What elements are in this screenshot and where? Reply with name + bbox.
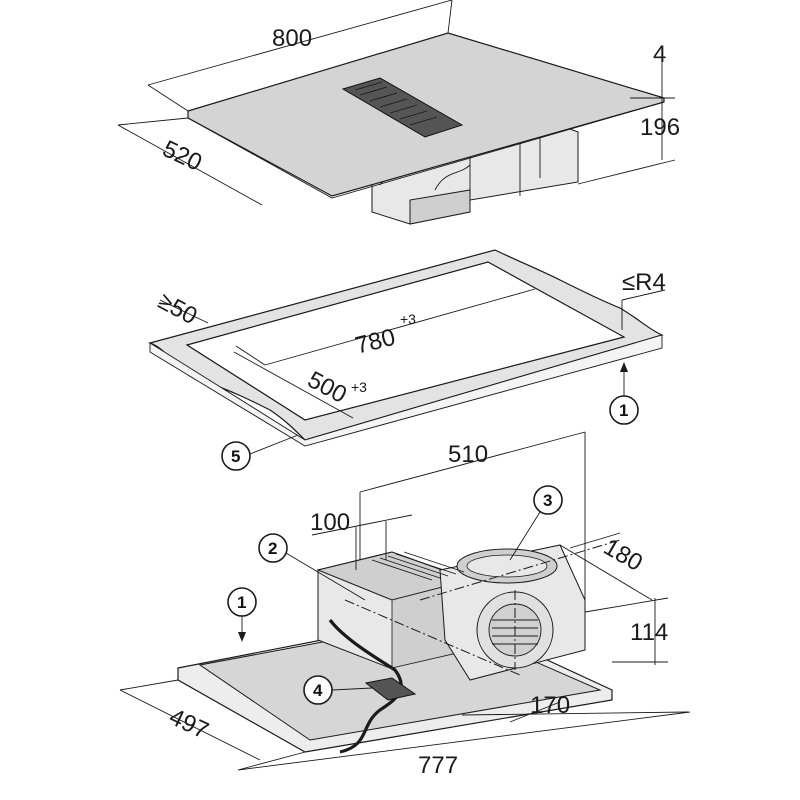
- dim-r4: ≤R4: [622, 269, 666, 296]
- worktop-cutout: [147, 249, 664, 447]
- hob-bottom-view: [177, 544, 613, 754]
- dim-180: 180: [599, 533, 647, 576]
- dim-800: 800: [272, 25, 312, 52]
- dim-196: 196: [640, 114, 680, 141]
- callout-2: 2: [258, 533, 366, 601]
- callout-1-top: 1: [609, 362, 639, 425]
- dim-500-tolerance: +3: [351, 379, 367, 395]
- dim-780-tolerance: +3: [400, 311, 416, 327]
- dim-510: 510: [448, 441, 488, 468]
- callout-4-label: 4: [313, 681, 323, 700]
- dim-497: 497: [165, 703, 213, 744]
- dim-min-50: ≥50: [154, 288, 202, 331]
- hob-top-view: [187, 32, 665, 225]
- dim-520: 520: [158, 135, 206, 176]
- dim-100: 100: [310, 509, 350, 536]
- callout-4: 4: [303, 675, 373, 705]
- callout-3: 3: [509, 485, 563, 561]
- dim-114: 114: [630, 619, 668, 646]
- callout-1-top-label: 1: [619, 401, 628, 420]
- dim-170: 170: [530, 692, 570, 719]
- dim-4: 4: [653, 41, 666, 68]
- callout-1-bottom: 1: [227, 587, 257, 642]
- callout-2-label: 2: [268, 539, 277, 558]
- callout-3-label: 3: [543, 491, 552, 510]
- callout-5: 5: [221, 434, 299, 471]
- callout-1-bottom-label: 1: [237, 593, 246, 612]
- dimension-lines-bottom: 510 100 180 114 170 497 777: [119, 431, 691, 779]
- dim-777: 777: [418, 752, 458, 779]
- callout-5-label: 5: [231, 447, 240, 466]
